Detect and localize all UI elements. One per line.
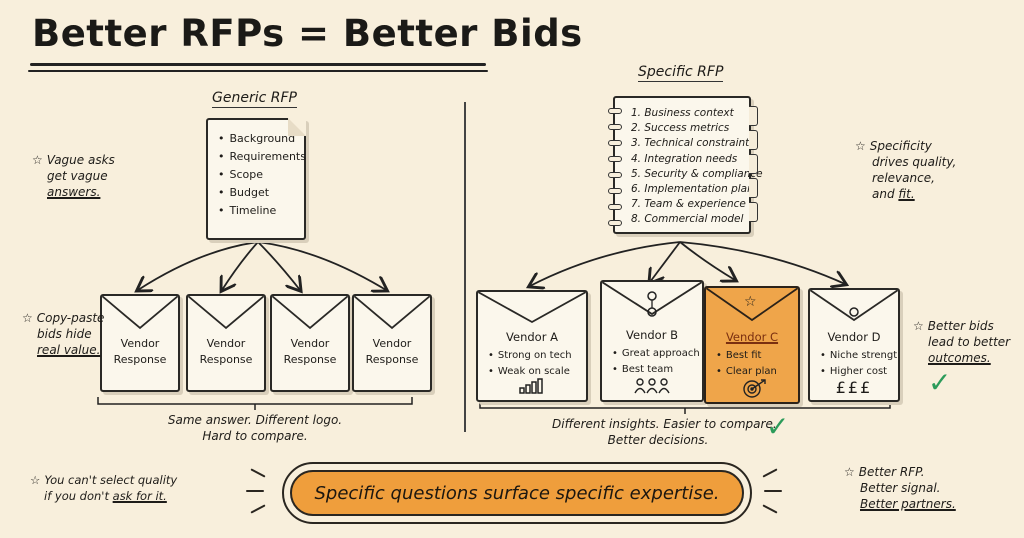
vendor-a-envelope: Vendor A Strong on tech Weak on scale bbox=[476, 290, 588, 402]
vendor-c-name: Vendor C bbox=[725, 330, 779, 344]
vendor-b-point: Great approach bbox=[602, 346, 702, 362]
generic-rfp-document: Background Requirements Scope Budget Tim… bbox=[206, 118, 306, 240]
note-select-quality: ☆You can't select quality if you don't a… bbox=[30, 473, 178, 503]
generic-item: Background bbox=[218, 130, 304, 148]
note-vague-asks: ☆Vague asks get vague answers. bbox=[32, 153, 115, 199]
vendor-c-point: Clear plan bbox=[706, 364, 798, 380]
check-icon: ✓ bbox=[928, 366, 952, 399]
emphasis-tick bbox=[246, 490, 264, 492]
arrow-specific-4 bbox=[679, 241, 845, 284]
arrow-generic-2 bbox=[222, 241, 259, 290]
vendor-a-point: Strong on tech bbox=[478, 348, 586, 364]
emphasis-tick bbox=[764, 490, 782, 492]
vendor-a-name: Vendor A bbox=[506, 330, 558, 344]
key-message-banner: Specific questions surface specific expe… bbox=[282, 462, 752, 524]
specific-item: 6. Implementation plan bbox=[631, 183, 754, 196]
specific-rfp-header: Specific RFP bbox=[638, 64, 724, 82]
generic-item: Scope bbox=[218, 166, 304, 184]
bar-chart-icon bbox=[519, 378, 543, 394]
vendor-b-envelope: Vendor B Great approach Best team bbox=[600, 280, 704, 402]
specific-item: 5. Security & compliance bbox=[631, 167, 763, 180]
generic-item: Timeline bbox=[218, 202, 304, 220]
specific-rfp-notebook: 1. Business context 2. Success metrics 3… bbox=[608, 96, 763, 234]
star-icon: ☆ bbox=[744, 294, 757, 310]
specific-item: 2. Success metrics bbox=[631, 122, 730, 135]
vendor-d-envelope: Vendor D Niche strength Higher cost £££ bbox=[808, 288, 900, 402]
specific-item: 3. Technical constraints bbox=[631, 137, 755, 150]
center-divider bbox=[464, 102, 466, 432]
specific-item: 8. Commercial model bbox=[631, 213, 744, 226]
specific-item: 1. Business context bbox=[631, 107, 734, 119]
page-title: Better RFPs = Better Bids bbox=[32, 12, 583, 55]
vendor-c-point: Best fit bbox=[706, 348, 798, 364]
arrow-generic-1 bbox=[138, 241, 259, 290]
specific-caption: Different insights. Easier to compare.Be… bbox=[552, 417, 777, 447]
vendor-b-point: Best team bbox=[602, 362, 702, 378]
people-icon bbox=[634, 378, 670, 394]
note-better-rfp: ☆Better RFP. Better signal. Better partn… bbox=[844, 465, 956, 511]
note-better-bids: ☆Better bids lead to better outcomes. bbox=[913, 319, 1011, 365]
vendor-a-point: Weak on scale bbox=[478, 364, 586, 380]
arrow-generic-3 bbox=[257, 241, 300, 290]
specific-item: 4. Integration needs bbox=[631, 152, 738, 165]
generic-item: Requirements bbox=[218, 148, 306, 166]
arrow-specific-3 bbox=[679, 241, 735, 280]
vendor-c-envelope: ☆ Vendor C Best fit Clear plan bbox=[704, 286, 800, 404]
bracket-specific bbox=[479, 401, 891, 414]
pound-icon: £££ bbox=[835, 378, 873, 397]
note-specificity: ☆Specificity drives quality, relevance, … bbox=[855, 139, 957, 201]
title-underline-2 bbox=[28, 70, 488, 72]
specific-item: 7. Team & experience bbox=[631, 198, 746, 211]
arrow-specific-1 bbox=[530, 241, 681, 286]
arrow-specific-2 bbox=[650, 241, 681, 282]
generic-caption: Same answer. Different logo.Hard to comp… bbox=[167, 413, 343, 443]
generic-rfp-header: Generic RFP bbox=[212, 90, 297, 108]
check-icon: ✓ bbox=[766, 410, 790, 443]
vendor-d-point: Higher cost bbox=[810, 364, 898, 380]
banner-text: Specific questions surface specific expe… bbox=[314, 482, 720, 504]
bracket-generic bbox=[97, 397, 413, 410]
vendor-d-point: Niche strength bbox=[810, 348, 898, 364]
generic-item: Budget bbox=[218, 184, 304, 202]
title-underline bbox=[30, 63, 486, 66]
arrow-generic-4 bbox=[257, 241, 386, 290]
target-icon bbox=[743, 379, 766, 398]
vendor-d-name: Vendor D bbox=[827, 330, 881, 344]
note-copy-paste: ☆Copy-paste bids hide real value. bbox=[22, 311, 105, 357]
vendor-b-name: Vendor B bbox=[626, 328, 678, 342]
